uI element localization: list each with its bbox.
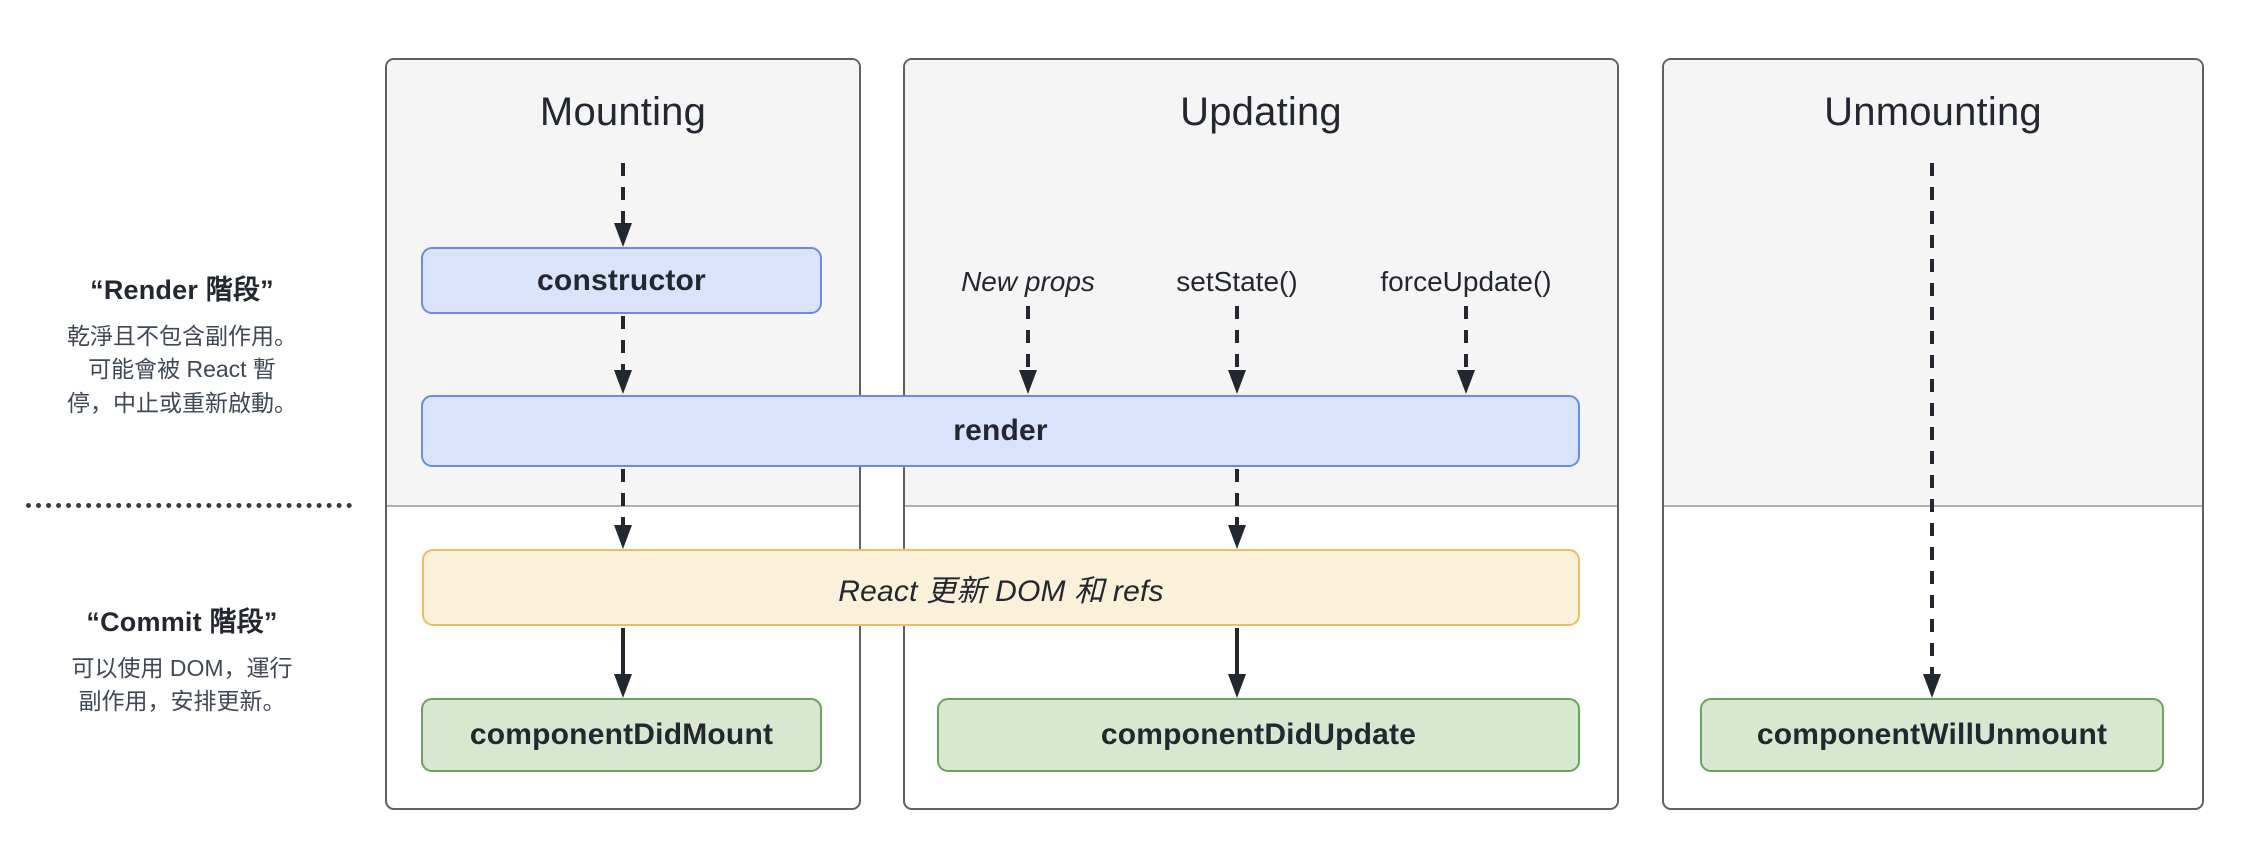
lifecycle-box-render[interactable]: render bbox=[421, 395, 1580, 467]
trigger-label-set-state: setState() bbox=[1176, 266, 1298, 297]
arrow-new-props-to-render bbox=[1018, 306, 1038, 396]
lifecycle-box-react-updates-dom-and-refs[interactable]: React 更新 DOM 和 refs bbox=[422, 549, 1580, 626]
arrow-unmounting-start-to-component-will-unmount bbox=[1922, 163, 1942, 700]
lifecycle-box-component-did-mount[interactable]: componentDidMount bbox=[421, 698, 822, 772]
phase-divider-dotted-line bbox=[26, 503, 352, 508]
arrow-constructor-to-render bbox=[613, 316, 633, 396]
arrow-dom-update-to-component-did-update bbox=[1227, 628, 1247, 700]
arrow-mounting-start-to-constructor bbox=[613, 163, 633, 249]
legend-commit-phase: “Commit 階段” 可以使用 DOM，運行 副作用，安排更新。 bbox=[12, 600, 352, 719]
legend-render-phase-description: 乾淨且不包含副作用。 可能會被 React 暫 停，中止或重新啟動。 bbox=[12, 320, 352, 420]
panel-unmounting-title: Unmounting bbox=[1824, 90, 2042, 134]
legend-render-phase-line-1: 乾淨且不包含副作用。 bbox=[67, 323, 297, 349]
legend-commit-phase-line-1: 可以使用 DOM，運行 bbox=[71, 655, 293, 681]
legend-render-phase-line-2: 可能會被 React 暫 bbox=[88, 356, 276, 383]
legend-commit-phase-title: “Commit 階段” bbox=[86, 607, 278, 637]
arrow-render-to-dom-update-mounting bbox=[613, 469, 633, 551]
arrow-render-to-dom-update-updating bbox=[1227, 469, 1247, 551]
lifecycle-box-constructor[interactable]: constructor bbox=[421, 247, 822, 314]
arrow-force-update-to-render bbox=[1456, 306, 1476, 396]
lifecycle-box-component-will-unmount[interactable]: componentWillUnmount bbox=[1700, 698, 2164, 772]
legend-commit-phase-line-2: 副作用，安排更新。 bbox=[78, 688, 286, 715]
legend-commit-phase-description: 可以使用 DOM，運行 副作用，安排更新。 bbox=[12, 652, 352, 719]
trigger-label-force-update: forceUpdate() bbox=[1380, 266, 1552, 297]
arrow-dom-update-to-component-did-mount bbox=[613, 628, 633, 700]
trigger-label-new-props: New props bbox=[961, 266, 1095, 297]
legend-render-phase: “Render 階段” 乾淨且不包含副作用。 可能會被 React 暫 停，中止… bbox=[12, 268, 352, 420]
lifecycle-box-component-did-update[interactable]: componentDidUpdate bbox=[937, 698, 1580, 772]
panel-mounting-title: Mounting bbox=[539, 90, 707, 134]
legend-render-phase-title: “Render 階段” bbox=[90, 275, 274, 305]
panel-updating-title: Updating bbox=[1180, 90, 1342, 134]
arrow-set-state-to-render bbox=[1227, 306, 1247, 396]
legend-render-phase-line-3: 停，中止或重新啟動。 bbox=[67, 389, 297, 416]
